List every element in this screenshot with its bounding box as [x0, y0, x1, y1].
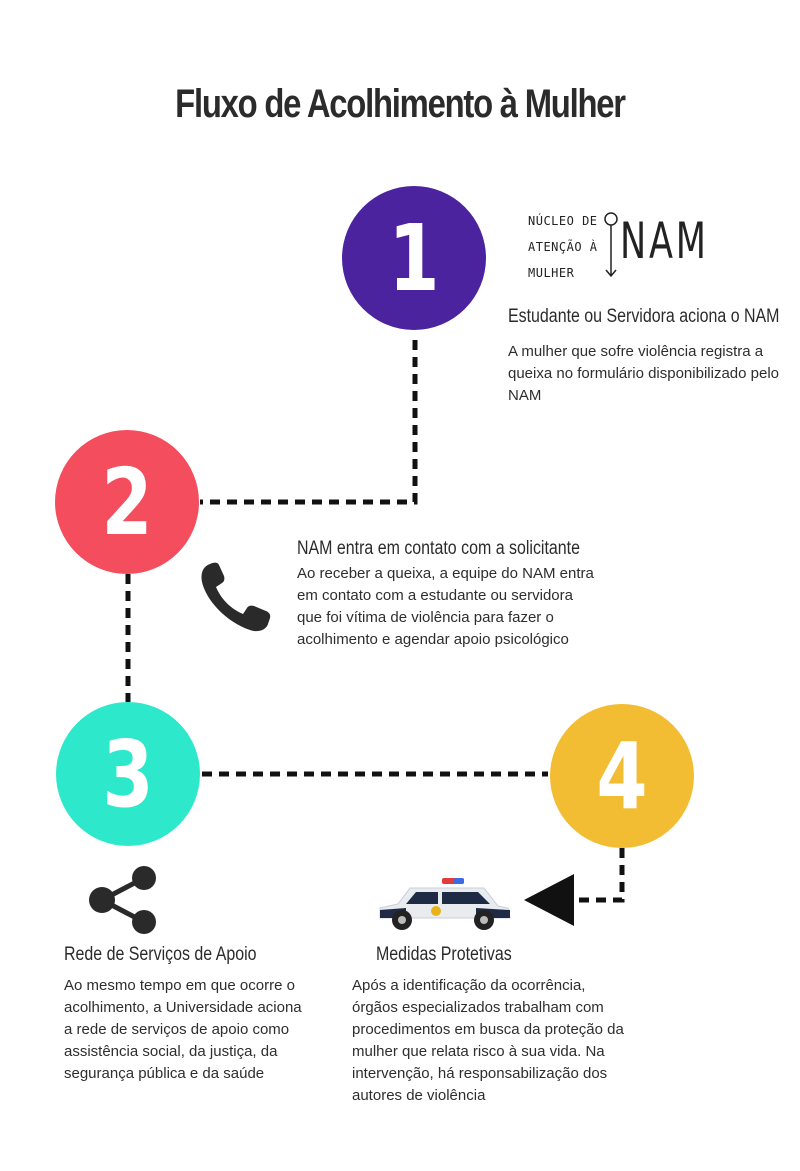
step-1-heading: Estudante ou Servidora aciona o NAM	[508, 306, 780, 327]
venus-symbol-icon	[604, 212, 618, 278]
step-3-circle: 3	[56, 702, 200, 846]
step-1-description: A mulher que sofre violência registra a …	[508, 343, 780, 404]
logo-line-1: NÚCLEO DE	[528, 214, 598, 228]
step-4-circle: 4	[550, 704, 694, 848]
step-3-description: Ao mesmo tempo em que ocorre o acolhimen…	[64, 977, 302, 1082]
logo-line-2: ATENÇÃO À	[528, 240, 598, 254]
step-1-circle: 1	[342, 186, 486, 330]
connector-1-to-2	[200, 340, 418, 505]
phone-icon	[201, 562, 271, 632]
connector-4-to-car	[578, 848, 625, 903]
step-2-heading: NAM entra em contato com a solicitante	[297, 538, 580, 559]
step-2-circle: 2	[55, 430, 199, 574]
step-2-description: Ao receber a queixa, a equipe do NAM ent…	[297, 565, 594, 648]
step-4-description: Após a identificação da ocorrência, órgã…	[352, 977, 624, 1104]
step-2-number: 2	[101, 448, 153, 556]
step-3-heading: Rede de Serviços de Apoio	[64, 944, 257, 965]
nam-logo-brand: NAM	[620, 212, 709, 270]
step-3-number: 3	[102, 720, 154, 828]
police-car-icon	[379, 878, 511, 930]
step-1-number: 1	[388, 204, 440, 312]
nam-logo: NÚCLEO DE ATENÇÃO À MULHER NAM	[528, 206, 706, 290]
logo-line-3: MULHER	[528, 266, 575, 280]
page-title: Fluxo de Acolhimento à Mulher	[175, 82, 626, 126]
share-icon	[89, 866, 156, 934]
nam-logo-text: NÚCLEO DE ATENÇÃO À MULHER	[528, 208, 598, 286]
arrowhead-icon	[524, 874, 574, 926]
step-4-number: 4	[596, 722, 648, 830]
step-4-heading: Medidas Protetivas	[376, 944, 512, 965]
